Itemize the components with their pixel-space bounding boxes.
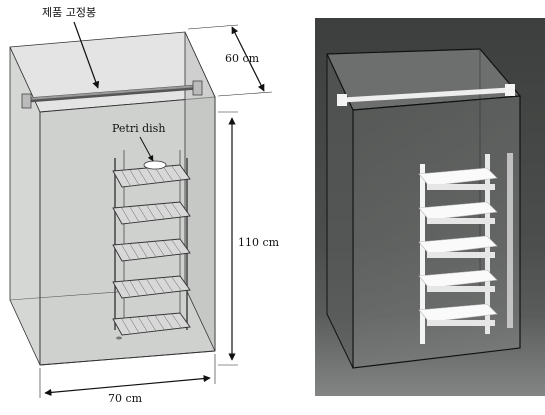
render-shelf <box>418 201 498 224</box>
chamber-box <box>9 31 216 366</box>
height-label: 110 cm <box>238 236 280 249</box>
petri-leader-arrow <box>139 136 154 162</box>
floor-drain-icon <box>116 336 122 340</box>
depth-label: 60 cm <box>225 52 260 65</box>
shelf-tray <box>112 312 191 336</box>
render-shelf <box>418 269 498 292</box>
render-shelf <box>418 235 498 258</box>
schematic-drawing: 제품 고정봉 Petri dish 60 cm 110 cm 70 cm <box>9 6 280 405</box>
rod-leader-arrow <box>73 21 100 89</box>
render-rod <box>337 84 515 106</box>
petri-dish-icon <box>143 160 167 170</box>
render-shelf <box>418 303 498 326</box>
render-shelf <box>418 167 498 190</box>
depth-dimension <box>187 24 273 97</box>
render-svg <box>315 18 545 396</box>
shelf-tray <box>112 201 191 225</box>
schematic-svg: 제품 고정봉 Petri dish 60 cm 110 cm 70 cm <box>9 6 280 405</box>
petri-dish-label: Petri dish <box>112 122 165 135</box>
render-view <box>315 18 545 396</box>
shelf-tray <box>112 238 191 262</box>
render-rack <box>418 153 513 344</box>
height-dimension <box>218 111 238 366</box>
width-label: 70 cm <box>108 392 143 405</box>
fixing-rod-label: 제품 고정봉 <box>42 6 96 19</box>
shelf-tray <box>112 275 191 299</box>
width-dimension <box>39 354 216 398</box>
fixing-rod <box>21 80 203 109</box>
